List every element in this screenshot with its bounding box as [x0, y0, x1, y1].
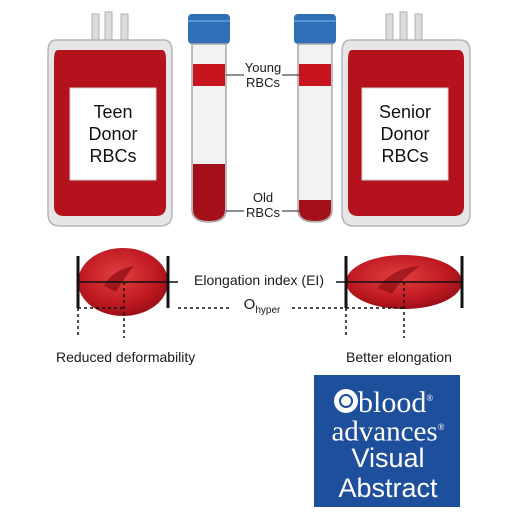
o-hyper-guides	[77, 282, 405, 338]
young-rbcs-label: Young RBCs	[244, 60, 282, 90]
teen-sample-tube	[188, 14, 230, 223]
old-rbcs-label: Old RBCs	[246, 190, 280, 220]
teen-blood-bag	[47, 11, 173, 227]
elongation-index-label: Elongation index (EI)	[184, 272, 334, 288]
society-seal-icon	[334, 389, 358, 413]
reduced-deformability-caption: Reduced deformability	[56, 349, 196, 365]
teen-bag-label: Teen Donor RBCs	[88, 102, 138, 166]
logo-registered-mark-2: ®	[437, 422, 445, 432]
logo-registered-mark: ®	[426, 393, 434, 403]
senior-blood-bag	[341, 11, 471, 227]
senior-sample-tube	[294, 14, 336, 223]
blood-advances-visual-abstract-logo: blood® advances® Visual Abstract	[314, 375, 460, 507]
o-hyper-label: Ohyper	[232, 296, 292, 316]
logo-word-blood: blood	[358, 386, 427, 419]
logo-word-abstract: Abstract	[338, 473, 438, 503]
better-elongation-caption: Better elongation	[346, 349, 452, 365]
senior-bag-label: Senior Donor RBCs	[378, 102, 432, 166]
logo-word-advances: advances	[331, 415, 438, 448]
logo-word-visual: Visual	[351, 443, 425, 473]
